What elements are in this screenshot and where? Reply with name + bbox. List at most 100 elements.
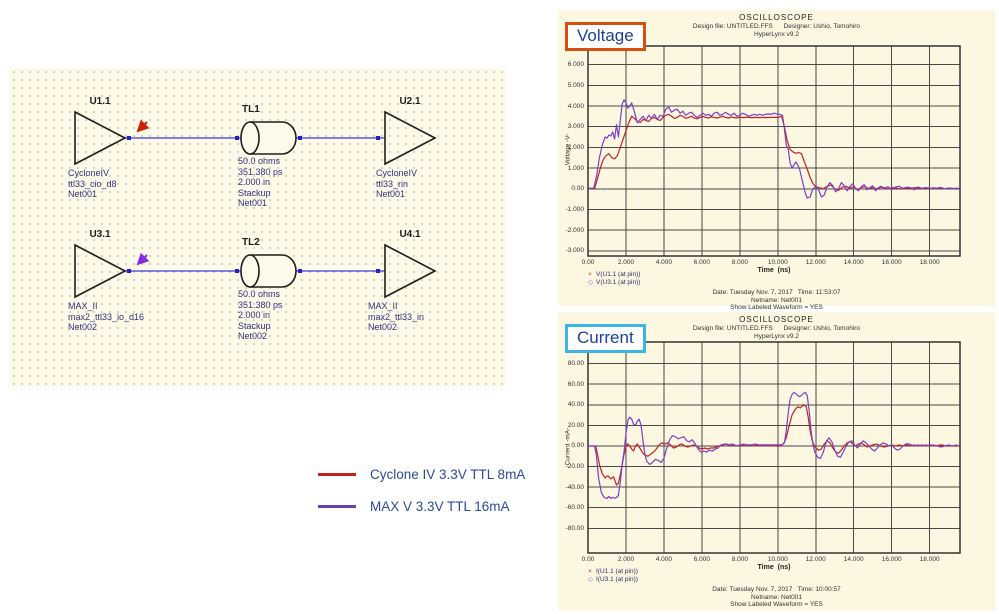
grid-lines (587, 46, 960, 256)
y-tick-label: -40.00 (565, 483, 584, 491)
buffer-u1-symbol[interactable] (74, 110, 127, 166)
x-tick-label: 2.000 (617, 259, 635, 266)
text-line: Netname: Net001 (751, 593, 802, 601)
scope-footer: Date: Tuesday Nov. 7, 2017 Time: 11:53:0… (558, 289, 995, 312)
y-tick-label: -1.000 (565, 205, 584, 213)
schematic-drawing (74, 110, 437, 299)
x-tick-label: 12.000 (805, 259, 826, 266)
waveform-legend-item: × I(U1.1 (at pin)) (588, 568, 638, 576)
y-tick-label: 5.000 (567, 81, 584, 89)
probe-cursor-red-icon (136, 119, 150, 133)
probe-cursor-purple-icon (136, 252, 150, 266)
design-file-line: Design file: UNTITLED.FFS Designer: Ushi… (692, 23, 861, 30)
legend-marker-icon: ◇ (588, 576, 593, 583)
legend-item-cyclone: Cyclone IV 3.3V TTL 8mA (318, 466, 525, 482)
waveform-red (588, 404, 959, 486)
waveform-legend-item: ◇I(U3.1 (at pin)) (588, 576, 638, 584)
x-axis-title: Time (ns) (757, 267, 791, 274)
waveform-legend-item: ◇V(U3.1 (at pin)) (588, 279, 640, 287)
text-line: Net001 (238, 198, 268, 208)
text-line: Net002 (238, 331, 268, 341)
pin-dots-row1 (127, 136, 380, 140)
u4-ref: U4.1 (399, 229, 421, 240)
series-legend: Cyclone IV 3.3V TTL 8mA MAX V 3.3V TTL 1… (318, 466, 525, 530)
current-oscilloscope-panel: Current OSCILLOSCOPE Design file: UNTITL… (558, 312, 995, 610)
y-tick-label: -20.00 (565, 463, 584, 471)
version-line: HyperLynx v9.2 (754, 31, 799, 38)
text-line: CycloneIV (68, 168, 110, 178)
x-tick-label: 10.000 (767, 556, 788, 563)
red-line-swatch (318, 472, 356, 476)
x-tick-label: 14.000 (843, 556, 864, 563)
y-tick-label: 20.00 (567, 421, 584, 429)
legend-label: Cyclone IV 3.3V TTL 8mA (370, 466, 526, 482)
text-line: 50.0 ohms (238, 289, 281, 299)
text-line: MAX_II (68, 301, 98, 311)
text-line: Show Labeled Waveform = YES (730, 304, 823, 311)
tl1-ref: TL1 (242, 104, 260, 115)
legend-marker-label: V(U3.1 (at pin)) (596, 279, 641, 286)
x-tick-label: 16.000 (881, 259, 902, 266)
y-tick-label: 60.00 (567, 380, 584, 388)
text-line: MAX_II (368, 301, 398, 311)
x-tick-label: 6.000 (693, 556, 711, 563)
x-tick-label: 4.000 (655, 556, 673, 563)
waveform-legend: ×V(U1.1 (at pin))◇V(U3.1 (at pin)) (588, 271, 640, 287)
scope-footer: Date: Tuesday Nov. 7, 2017 Time: 10:00:5… (558, 586, 995, 609)
text-line: 2.000 in (238, 177, 271, 187)
y-tick-label: 40.00 (567, 401, 584, 409)
version-line: HyperLynx v9.2 (754, 333, 799, 340)
pin-dots-row2 (127, 269, 380, 273)
waveform-legend-item: ×V(U1.1 (at pin)) (588, 271, 640, 279)
buffer-u2-symbol[interactable] (384, 110, 437, 166)
legend-marker-label: V(U1.1 (at pin)) (596, 271, 641, 278)
legend-marker-label: I(U3.1 (at pin)) (596, 576, 638, 583)
text-line: Net001 (376, 189, 406, 199)
text-line: Stackup (238, 320, 271, 331)
waveform-legend: × I(U1.1 (at pin))◇I(U3.1 (at pin)) (588, 568, 638, 584)
buffer-u4-symbol[interactable] (384, 243, 437, 299)
text-line: Net001 (68, 189, 98, 199)
grid-lines (587, 342, 960, 553)
text-line: ttl33_cio_d8 (68, 178, 117, 189)
text-line: Stackup (238, 187, 271, 198)
text-line: Date: Tuesday Nov. 7, 2017 Time: 10:00:5… (712, 586, 841, 593)
legend-marker-icon: × (588, 568, 592, 575)
u3-ref: U3.1 (89, 229, 111, 240)
x-tick-label: 8.000 (731, 259, 748, 266)
x-tick-label: 12.000 (805, 556, 826, 563)
x-tick-label: 0.00 (581, 556, 595, 563)
voltage-badge: Voltage (565, 22, 646, 51)
x-tick-label: 18.000 (919, 259, 940, 266)
legend-marker-label: I(U1.1 (at pin)) (596, 568, 638, 575)
text-line: 2.000 in (238, 310, 271, 320)
x-tick-label: 10.000 (767, 259, 788, 266)
tl1-symbol[interactable] (240, 121, 297, 155)
y-tick-label: 80.00 (567, 360, 584, 368)
x-tick-label: 14.000 (843, 259, 864, 266)
y-tick-label: 6.000 (567, 61, 584, 69)
legend-item-maxv: MAX V 3.3V TTL 16mA (318, 498, 525, 514)
waveform-red (588, 113, 960, 191)
y-tick-label: 1.000 (567, 164, 584, 172)
tl2-ref: TL2 (242, 237, 260, 248)
text-line: 50.0 ohms (238, 156, 281, 166)
text-line: Date: Tuesday Nov. 7, 2017 Time: 11:53:0… (712, 289, 841, 296)
text-line: Net002 (368, 322, 398, 332)
text-line: max2_ttl33_in (368, 311, 425, 322)
text-line: CycloneIV (376, 168, 418, 178)
oscilloscope-title: OSCILLOSCOPE (739, 315, 814, 324)
text-line: Netname: Net001 (751, 296, 802, 304)
text-line: Net002 (68, 322, 98, 332)
buffer-u3-symbol[interactable] (74, 243, 127, 299)
tl2-symbol[interactable] (240, 254, 297, 288)
text-line: Show Labeled Waveform = YES (730, 601, 823, 608)
plot-border (587, 341, 961, 554)
current-badge: Current (565, 324, 646, 353)
x-axis-title: Time (ns) (757, 564, 791, 571)
